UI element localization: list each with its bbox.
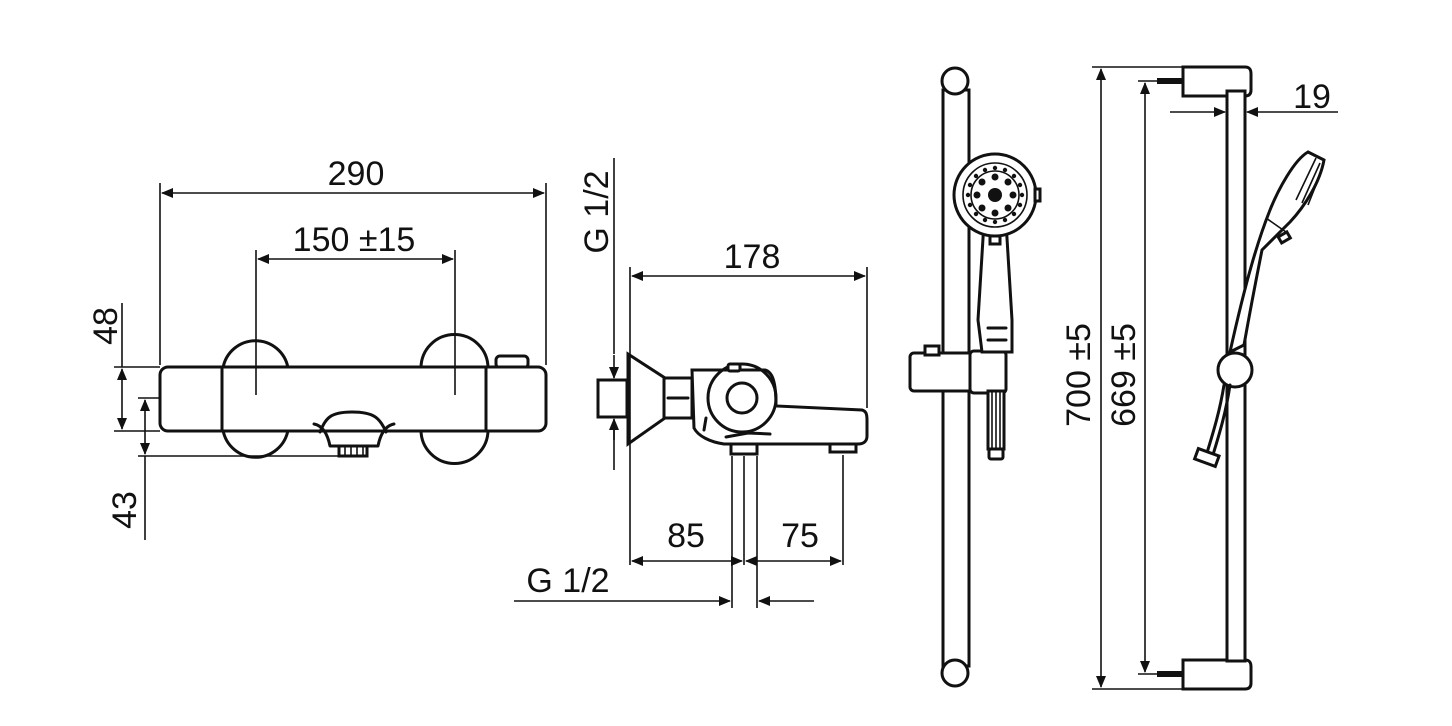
dim-offset-85: 85 [667,517,705,555]
dim-width-290: 290 [328,155,385,193]
side-view: G 1/2 178 85 75 G 1/2 [514,158,869,608]
dim-overall-length: 700 ±5 [1060,323,1098,427]
dim-depth-178: 178 [724,238,781,276]
temperature-knob-side [706,362,778,434]
side-outlet-connector [729,442,759,456]
rail-end-cap-top [940,66,970,96]
rail-end-cap-bottom [940,658,970,688]
mixer-body-side [690,368,869,446]
mixer-body-front [158,365,548,433]
dim-outlet-thread: G 1/2 [526,562,609,600]
side-rosette [626,351,667,447]
dim-spacing-150: 150 ±15 [293,221,416,259]
shower-hose-side [1204,383,1226,458]
dim-fixing-length: 669 ±5 [1105,323,1143,427]
side-outlet-foot [828,442,858,454]
dim-height-48: 48 [87,307,125,345]
mixer-outlet-front [312,410,396,458]
wall-bracket-bottom [1181,658,1253,691]
rail-front-view [908,66,1042,688]
dim-inlet-thread: G 1/2 [578,170,616,253]
wall-connector [596,378,629,419]
hand-shower-side [1227,150,1326,355]
dim-rail-diameter: 19 [1293,78,1331,116]
front-view: 290 150 ±15 48 43 [87,155,548,540]
dim-height-43: 43 [106,491,144,529]
rail-slider-knob [1216,351,1254,389]
dim-offset-75: 75 [781,517,819,555]
rail-side-view: 700 ±5 669 ±5 19 [1060,65,1338,691]
